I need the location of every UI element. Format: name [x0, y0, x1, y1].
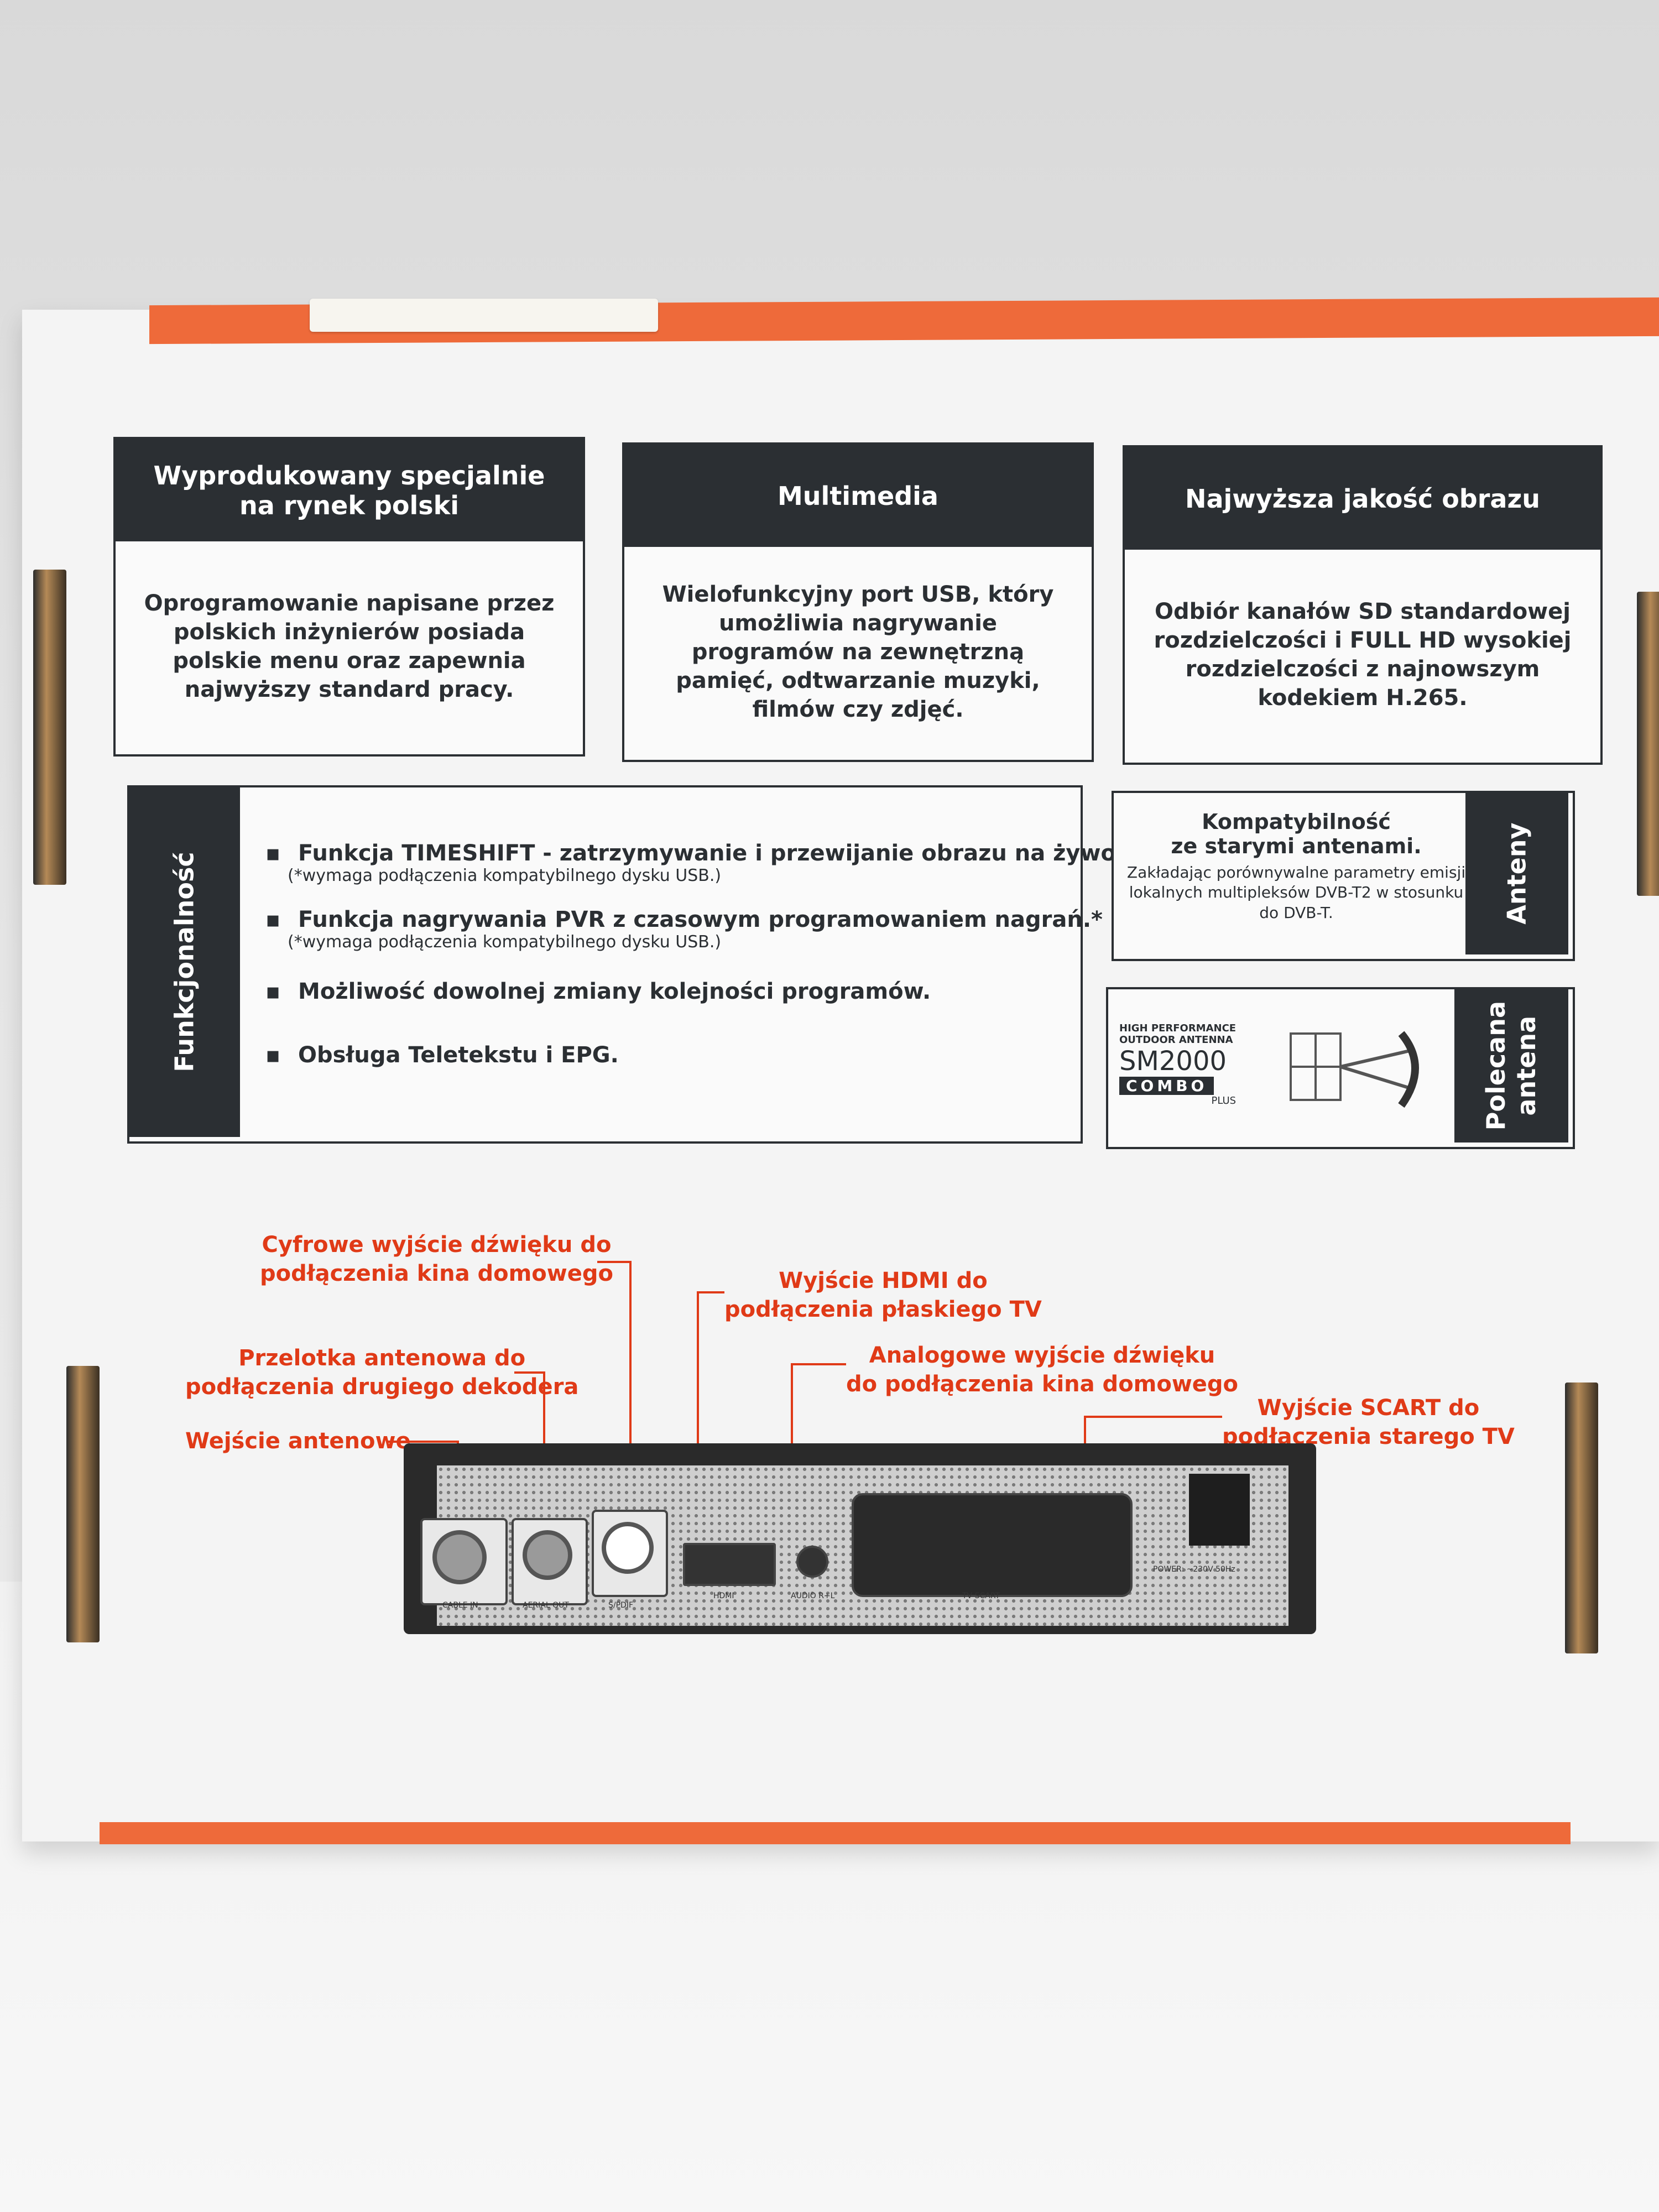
feature-item: Funkcja nagrywania PVR z czasowym progra… — [265, 907, 1103, 952]
panel-polish-market: Wyprodukowany specjalnie na rynek polski… — [113, 437, 585, 757]
scart-port — [852, 1493, 1133, 1597]
spdif-ring — [602, 1522, 654, 1574]
port-label: TV SCART — [962, 1592, 1000, 1600]
callout-hdmi: Wyjście HDMI do podłączenia płaskiego TV — [724, 1266, 1042, 1324]
leader-line — [387, 1441, 459, 1443]
recommended-tab-line: Polecana — [1480, 1001, 1511, 1131]
recommended-tab-line: antena — [1511, 1016, 1542, 1116]
panel-functionality — [127, 785, 1083, 1144]
feature-note: (*wymaga podłączenia kompatybilnego dysk… — [288, 932, 722, 952]
port-label: S/PDIF — [608, 1601, 634, 1610]
leader-line — [629, 1261, 632, 1521]
hdmi-port — [683, 1543, 776, 1586]
leader-line — [791, 1363, 846, 1365]
panel-title: Najwyższa jakość obrazu — [1125, 447, 1600, 550]
port-label: POWER: ~230V 50Hz — [1153, 1565, 1235, 1574]
feature-text: Obsługa Teletekstu i EPG. — [298, 1042, 619, 1068]
box-left-flap-bottom — [66, 1366, 100, 1642]
callout-scart: Wyjście SCART do podłączenia starego TV — [1222, 1394, 1515, 1451]
leader-line — [514, 1371, 545, 1374]
port-label: HDMI — [713, 1592, 734, 1600]
antenna-illustration — [1290, 1031, 1419, 1108]
port-label: CABLE IN — [442, 1601, 478, 1610]
leader-line — [697, 1291, 699, 1557]
panel-multimedia: Multimedia Wielofunkcyjny port USB, któr… — [622, 442, 1094, 762]
antennas-tab-label: Anteny — [1501, 822, 1532, 925]
leader-line — [697, 1291, 724, 1293]
callout-line: podłączenia drugiego dekodera — [185, 1374, 579, 1400]
callout-analog-audio: Analogowe wyjście dźwięku do podłączenia… — [846, 1341, 1238, 1399]
feature-item: Możliwość dowolnej zmiany kolejności pro… — [265, 979, 931, 1004]
callout-line: do podłączenia kina domowego — [846, 1371, 1239, 1397]
coax-ring — [523, 1530, 572, 1580]
callout-line: podłączenia kina domowego — [260, 1261, 613, 1286]
audio-port — [796, 1546, 828, 1578]
antennas-tab: Anteny — [1465, 793, 1568, 954]
port-label: AERIAL OUT — [523, 1601, 569, 1610]
antennas-title-line: Kompatybilność — [1202, 810, 1391, 834]
antennas-title-line: ze starymi antenami. — [1171, 834, 1422, 858]
leader-line — [597, 1261, 630, 1263]
panel-title-line: na rynek polski — [239, 490, 460, 520]
feature-text: Możliwość dowolnej zmiany kolejności pro… — [298, 979, 931, 1004]
logo-model: SM2000 — [1119, 1046, 1227, 1077]
port-label: AUDIO R+L — [791, 1592, 835, 1600]
feature-item: Obsługa Teletekstu i EPG. — [265, 1042, 619, 1068]
callout-antenna-in: Wejście antenowe — [185, 1428, 411, 1454]
panel-body: Wielofunkcyjny port USB, który umożliwia… — [662, 582, 1054, 722]
feature-text: Funkcja TIMESHIFT - zatrzymywanie i prze… — [298, 841, 1136, 866]
panel-body: Odbiór kanałów SD standardowej rozdzielc… — [1154, 599, 1572, 711]
panel-title: Wyprodukowany specjalnie na rynek polski — [116, 439, 583, 541]
callout-digital-audio: Cyfrowe wyjście dźwięku do podłączenia k… — [260, 1230, 613, 1288]
logo-small-text: HIGH PERFORMANCE — [1119, 1022, 1237, 1034]
logo-small-text: OUTDOOR ANTENNA — [1119, 1034, 1233, 1046]
callout-line: podłączenia płaskiego TV — [724, 1297, 1042, 1322]
panel-title: Multimedia — [624, 445, 1092, 547]
panel-body: Oprogramowanie napisane przez polskich i… — [144, 591, 555, 702]
callout-line: Cyfrowe wyjście dźwięku do — [262, 1232, 612, 1258]
callout-line: Przelotka antenowa do — [238, 1345, 526, 1371]
feature-text: Funkcja nagrywania PVR z czasowym progra… — [298, 907, 1103, 932]
antenna-logo: HIGH PERFORMANCE OUTDOOR ANTENNA SM2000 … — [1119, 1022, 1236, 1107]
feature-item: Funkcja TIMESHIFT - zatrzymywanie i prze… — [265, 841, 1136, 885]
callout-line: Analogowe wyjście dźwięku — [869, 1343, 1215, 1368]
logo-plus: PLUS — [1211, 1095, 1237, 1107]
box-right-flap-bottom — [1565, 1383, 1598, 1653]
box-left-flap-top — [33, 570, 66, 885]
rf-in-port — [420, 1518, 508, 1605]
callout-antenna-loop: Przelotka antenowa do podłączenia drugie… — [185, 1344, 578, 1401]
power-socket — [1189, 1474, 1250, 1546]
feature-note: (*wymaga podłączenia kompatybilnego dysk… — [288, 866, 722, 885]
antennas-body: Zakładając porównywalne parametry emisji… — [1126, 863, 1466, 922]
box-right-flap-top — [1637, 592, 1659, 896]
box-sticker — [310, 299, 658, 332]
panel-image-quality: Najwyższa jakość obrazu Odbiór kanałów S… — [1123, 445, 1603, 765]
callout-line: Wyjście HDMI do — [779, 1268, 988, 1293]
box-orange-stripe-bottom — [100, 1822, 1571, 1844]
functionality-tab: Funkcjonalność — [129, 787, 240, 1137]
spdif-port — [592, 1510, 668, 1597]
rf-out-port — [512, 1518, 588, 1605]
callout-line: Wyjście SCART do — [1257, 1395, 1480, 1421]
leader-line — [1084, 1416, 1222, 1418]
antennas-text: Kompatybilność ze starymi antenami. Zakł… — [1125, 810, 1468, 923]
functionality-tab-label: Funkcjonalność — [169, 852, 200, 1073]
logo-combo: COMBO — [1119, 1077, 1214, 1095]
panel-title-line: Wyprodukowany specjalnie — [153, 460, 545, 491]
coax-ring — [432, 1530, 487, 1584]
